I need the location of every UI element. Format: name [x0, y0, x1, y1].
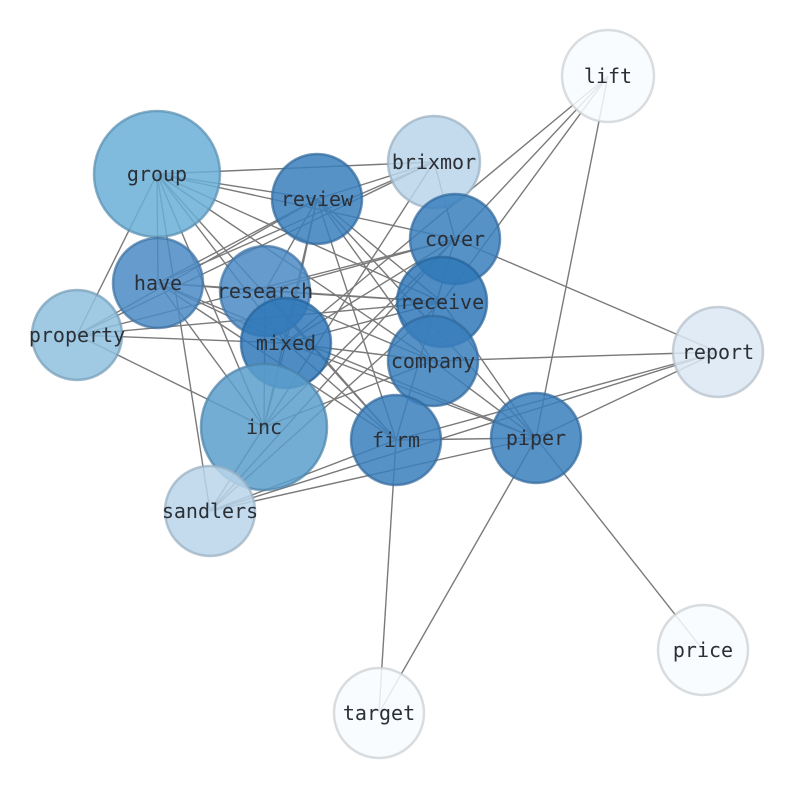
edge-report-sandlers [209, 351, 719, 512]
node-label-company: company [391, 349, 475, 373]
node-review: review [270, 152, 364, 246]
node-label-inc: inc [246, 415, 282, 439]
node-label-target: target [343, 701, 415, 725]
node-label-mixed: mixed [256, 331, 316, 355]
node-brixmor: brixmor [386, 114, 482, 210]
node-property: property [29, 288, 125, 382]
node-company: company [386, 314, 480, 408]
node-circle-report [671, 305, 765, 399]
node-circle-company [386, 314, 480, 408]
node-circle-price [656, 603, 750, 697]
node-label-cover: cover [425, 227, 485, 251]
node-circle-piper [489, 391, 583, 485]
node-label-brixmor: brixmor [392, 150, 476, 174]
edge-report-firm [395, 351, 719, 441]
node-piper: piper [489, 391, 583, 485]
node-label-sandlers: sandlers [162, 499, 258, 523]
node-group: group [92, 109, 222, 239]
node-price: price [656, 603, 750, 697]
node-label-piper: piper [506, 426, 566, 450]
node-lift: lift [560, 28, 656, 124]
node-firm: firm [349, 393, 443, 487]
node-circle-firm [349, 393, 443, 487]
node-circle-lift [560, 28, 656, 124]
node-label-price: price [673, 638, 733, 662]
node-circle-review [270, 152, 364, 246]
node-have: have [111, 236, 205, 330]
node-circle-have [111, 236, 205, 330]
edge-company-report [432, 351, 719, 362]
node-label-firm: firm [372, 428, 420, 452]
node-report: report [671, 305, 765, 399]
node-inc: inc [199, 362, 329, 492]
node-label-receive: receive [400, 290, 484, 314]
node-sandlers: sandlers [162, 464, 258, 558]
node-circle-property [30, 288, 124, 382]
edge-have-piper [157, 282, 537, 439]
node-circle-sandlers [163, 464, 257, 558]
node-label-review: review [281, 187, 354, 211]
node-target: target [332, 666, 426, 760]
node-label-report: report [682, 340, 754, 364]
node-label-group: group [127, 162, 187, 186]
edge-lift-piper [535, 75, 609, 439]
node-label-have: have [134, 271, 182, 295]
node-circle-inc [199, 362, 329, 492]
node-label-lift: lift [584, 64, 632, 88]
edge-piper-target [378, 437, 537, 714]
node-label-property: property [29, 323, 125, 347]
edge-cover-report [454, 238, 719, 353]
node-circle-target [332, 666, 426, 760]
